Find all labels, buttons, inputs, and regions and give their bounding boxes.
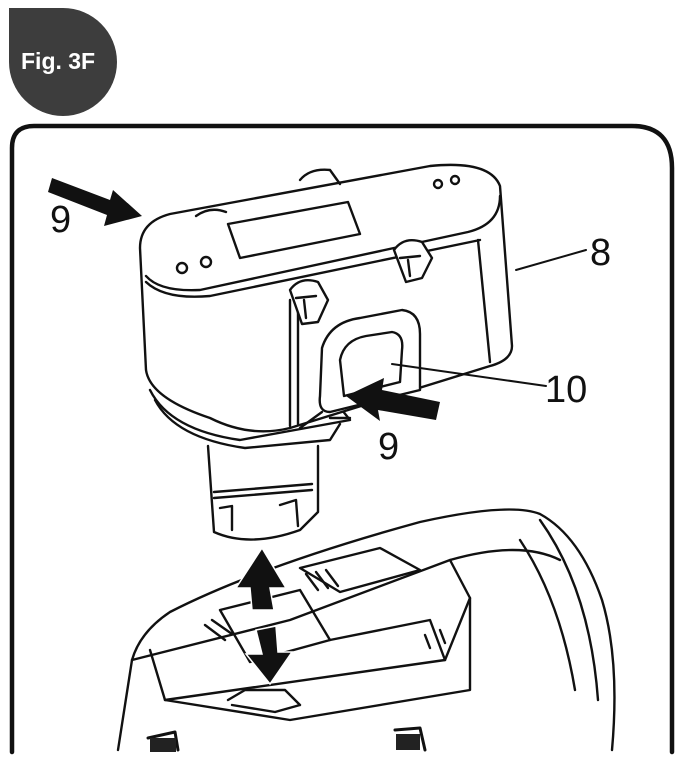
leader-line-10 (391, 363, 547, 387)
battery-pack (138, 163, 514, 541)
insert-remove-arrow (234, 546, 294, 686)
callout-8: 8 (590, 232, 612, 274)
figure-badge (9, 8, 117, 116)
push-arrow-right (346, 378, 440, 421)
callout-10: 10 (545, 369, 588, 411)
callout-9-left: 9 (50, 199, 72, 241)
callout-9-right: 9 (378, 426, 400, 468)
push-arrow-left (48, 178, 142, 226)
drill-base (116, 508, 616, 752)
figure-label: Fig. 3F (21, 48, 96, 74)
panel-frame (9, 123, 675, 755)
leader-line-8 (515, 249, 587, 271)
